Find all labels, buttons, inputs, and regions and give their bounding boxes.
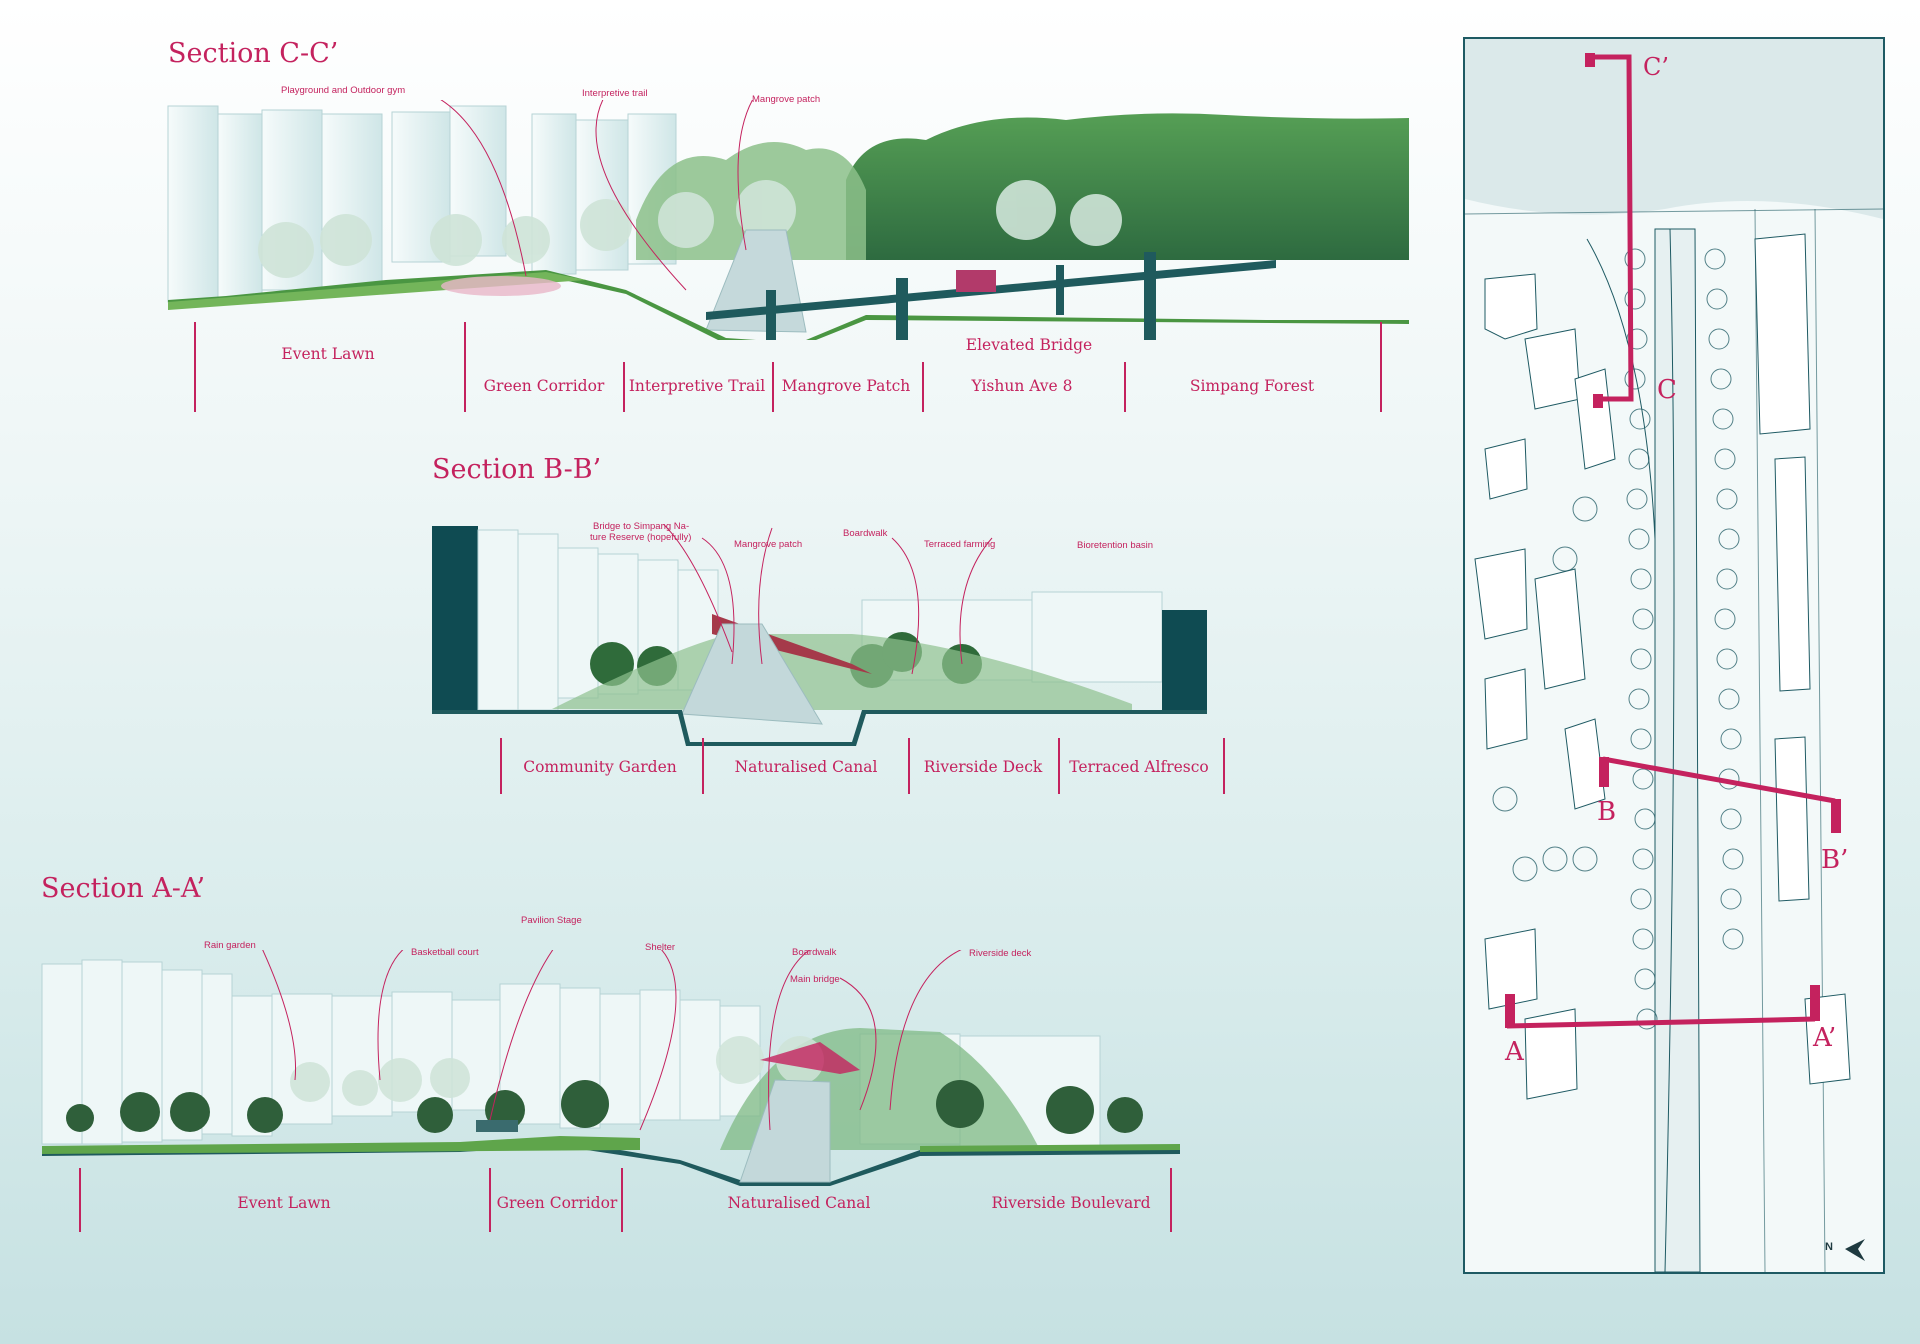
bb-zone-community-garden: Community Garden	[523, 758, 677, 776]
bb-zone-terraced-alfresco: Terraced Alfresco	[1069, 758, 1209, 776]
map-label-c: C	[1657, 375, 1677, 405]
cc-zone-event-lawn: Event Lawn	[281, 345, 375, 363]
aa-divider	[489, 1168, 491, 1232]
callout-mangrove-patch-bb: Mangrove patch	[734, 539, 803, 550]
north-label: N	[1825, 1241, 1833, 1253]
cc-zone-yishun-ave-8: Yishun Ave 8	[971, 377, 1073, 395]
bb-divider	[1058, 738, 1060, 794]
cc-zone-interpretive-trail: Interpretive Trail	[628, 377, 766, 395]
map-label-a-prime: A’	[1813, 1023, 1837, 1053]
cc-zone-mangrove-patch: Mangrove Patch	[781, 377, 911, 395]
section-cc-title: Section C-C’	[168, 38, 339, 69]
bb-divider	[1223, 738, 1225, 794]
bb-divider	[702, 738, 704, 794]
bb-divider	[908, 738, 910, 794]
cc-zone-green-corridor: Green Corridor	[483, 377, 605, 395]
cc-divider	[772, 362, 774, 412]
callout-rain-garden: Rain garden	[204, 940, 256, 951]
cc-divider	[464, 322, 466, 412]
callout-basketball-court: Basketball court	[411, 947, 479, 958]
aa-zone-event-lawn: Event Lawn	[237, 1194, 331, 1212]
cc-divider	[194, 322, 196, 412]
bb-zone-riverside-deck: Riverside Deck	[923, 758, 1043, 776]
cc-zone-simpang-forest: Simpang Forest	[1189, 377, 1315, 395]
callout-bridge-simpang-1: Bridge to Simpang Na-	[593, 521, 690, 532]
callout-pavilion-stage: Pavilion Stage	[521, 915, 582, 926]
callout-mangrove-patch: Mangrove patch	[752, 94, 821, 105]
map-label-c-prime: C’	[1643, 53, 1669, 81]
callout-terraced-farming: Terraced farming	[924, 539, 996, 550]
section-aa-drawing	[40, 950, 1180, 1195]
map-label-a: A	[1505, 1037, 1524, 1067]
callout-playground-outdoor-gym: Playground and Outdoor gym	[281, 85, 406, 96]
north-arrow-icon	[1843, 1235, 1869, 1263]
section-bb-drawing	[432, 524, 1207, 746]
aa-zone-naturalised-canal: Naturalised Canal	[727, 1194, 871, 1212]
aa-zone-green-corridor: Green Corridor	[496, 1194, 618, 1212]
cc-divider	[623, 362, 625, 412]
aa-zone-riverside-boulevard: Riverside Boulevard	[991, 1194, 1151, 1212]
bb-zone-naturalised-canal: Naturalised Canal	[734, 758, 878, 776]
callout-riverside-deck-aa: Riverside deck	[969, 948, 1032, 959]
callout-boardwalk-bb: Boardwalk	[843, 528, 888, 539]
callout-interpretive-trail: Interpretive trail	[582, 88, 648, 99]
cc-zone-elevated-bridge: Elevated Bridge	[965, 336, 1093, 354]
site-plan-map: C’ C B B’ A A’ N	[1463, 37, 1885, 1274]
callout-shelter: Shelter	[645, 942, 676, 953]
aa-divider	[1170, 1168, 1172, 1232]
section-bb-title: Section B-B’	[432, 454, 602, 485]
section-cc-drawing	[166, 100, 1411, 340]
callout-boardwalk-aa: Boardwalk	[792, 947, 837, 958]
section-aa-title: Section A-A’	[41, 873, 206, 904]
callout-main-bridge: Main bridge	[790, 974, 840, 985]
cc-divider	[1124, 362, 1126, 412]
cc-divider	[1380, 322, 1382, 412]
map-label-b-prime: B’	[1821, 845, 1849, 875]
callout-bioretention-basin: Bioretention basin	[1077, 540, 1154, 551]
bb-divider	[500, 738, 502, 794]
map-label-b: B	[1597, 797, 1617, 827]
callout-bridge-simpang-2: ture Reserve (hopefully)	[590, 532, 692, 543]
aa-divider	[621, 1168, 623, 1232]
aa-divider	[79, 1168, 81, 1232]
cc-divider	[922, 362, 924, 412]
